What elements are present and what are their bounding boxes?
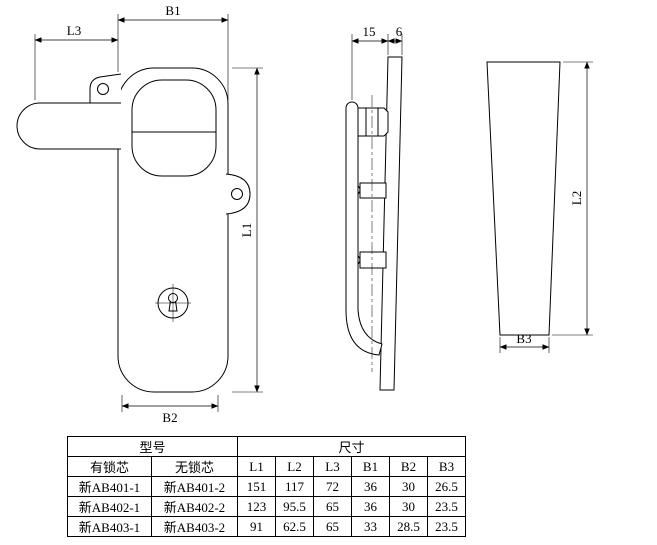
dim-cell: 72 bbox=[313, 476, 352, 497]
top-ear-hole bbox=[97, 83, 109, 95]
model-cell: 新AB402-2 bbox=[151, 496, 238, 517]
dim-cell: 23.5 bbox=[427, 516, 466, 537]
subheader-without-core: 无锁芯 bbox=[151, 456, 238, 477]
dim-cell: 95.5 bbox=[275, 496, 314, 517]
dim-cell: 36 bbox=[351, 476, 390, 497]
model-cell: 新AB403-2 bbox=[151, 516, 238, 537]
handle-arm bbox=[16, 102, 121, 150]
latch-block-lower bbox=[359, 251, 387, 269]
table-header-row: 型号 尺寸 bbox=[67, 436, 466, 457]
dim-label-b1: B1 bbox=[165, 3, 180, 18]
side-view-drawing: 15 6 bbox=[345, 24, 403, 391]
dim-cell: 123 bbox=[237, 496, 276, 517]
side-ear-hole bbox=[231, 188, 243, 200]
table-header-size: 尺寸 bbox=[237, 436, 466, 457]
table-header-model: 型号 bbox=[67, 436, 238, 457]
dim-label-b2: B2 bbox=[162, 410, 177, 425]
subheader-b1: B1 bbox=[351, 456, 390, 477]
dim-cell: 33 bbox=[351, 516, 390, 537]
handle-side-profile bbox=[345, 101, 383, 356]
dim-label-15: 15 bbox=[363, 24, 376, 39]
dim-cell: 23.5 bbox=[427, 496, 466, 517]
model-cell: 新AB401-2 bbox=[151, 476, 238, 497]
subheader-with-core: 有锁芯 bbox=[67, 456, 152, 477]
dim-cell: 28.5 bbox=[389, 516, 428, 537]
top-ear-tab bbox=[89, 73, 122, 104]
technical-drawing: B1 L3 L1 B2 bbox=[16, 3, 593, 425]
dim-label-l3: L3 bbox=[67, 23, 81, 38]
dim-label-6: 6 bbox=[396, 24, 403, 39]
dim-cell: 30 bbox=[389, 496, 428, 517]
model-cell: 新AB402-1 bbox=[67, 496, 152, 517]
subheader-l2: L2 bbox=[275, 456, 314, 477]
subheader-l3: L3 bbox=[313, 456, 352, 477]
profile-view-drawing: L2 B3 bbox=[486, 61, 593, 353]
latch-block-upper bbox=[359, 182, 387, 199]
dim-label-l2: L2 bbox=[569, 191, 584, 205]
dim-cell: 36 bbox=[351, 496, 390, 517]
spec-table: 型号 尺寸 有锁芯 无锁芯 L1 L2 L3 B1 B2 B3 新AB401-1… bbox=[67, 436, 466, 537]
dim-cell: 62.5 bbox=[275, 516, 314, 537]
lock-body-outline bbox=[117, 67, 229, 393]
profile-body bbox=[486, 61, 561, 336]
front-view-drawing: B1 L3 L1 B2 bbox=[16, 3, 263, 425]
mounting-plate bbox=[379, 56, 403, 391]
dim-cell: 65 bbox=[313, 496, 352, 517]
lock-cylinder-side bbox=[357, 107, 389, 137]
subheader-b3: B3 bbox=[427, 456, 466, 477]
model-cell: 新AB401-1 bbox=[67, 476, 152, 497]
handle-recess bbox=[131, 79, 217, 177]
side-ear-tab bbox=[225, 173, 251, 215]
dim-cell: 151 bbox=[237, 476, 276, 497]
dim-cell: 65 bbox=[313, 516, 352, 537]
table-row: 新AB402-1 新AB402-2 123 95.5 65 36 30 23.5 bbox=[67, 496, 466, 517]
dim-cell: 30 bbox=[389, 476, 428, 497]
table-subheader-row: 有锁芯 无锁芯 L1 L2 L3 B1 B2 B3 bbox=[67, 456, 466, 477]
dim-cell: 117 bbox=[275, 476, 314, 497]
dim-cell: 91 bbox=[237, 516, 276, 537]
dim-cell: 26.5 bbox=[427, 476, 466, 497]
table-row: 新AB403-1 新AB403-2 91 62.5 65 33 28.5 23.… bbox=[67, 516, 466, 537]
dim-label-l1: L1 bbox=[239, 223, 254, 237]
dim-label-b3: B3 bbox=[516, 331, 531, 346]
model-cell: 新AB403-1 bbox=[67, 516, 152, 537]
subheader-b2: B2 bbox=[389, 456, 428, 477]
subheader-l1: L1 bbox=[237, 456, 276, 477]
table-row: 新AB401-1 新AB401-2 151 117 72 36 30 26.5 bbox=[67, 476, 466, 497]
